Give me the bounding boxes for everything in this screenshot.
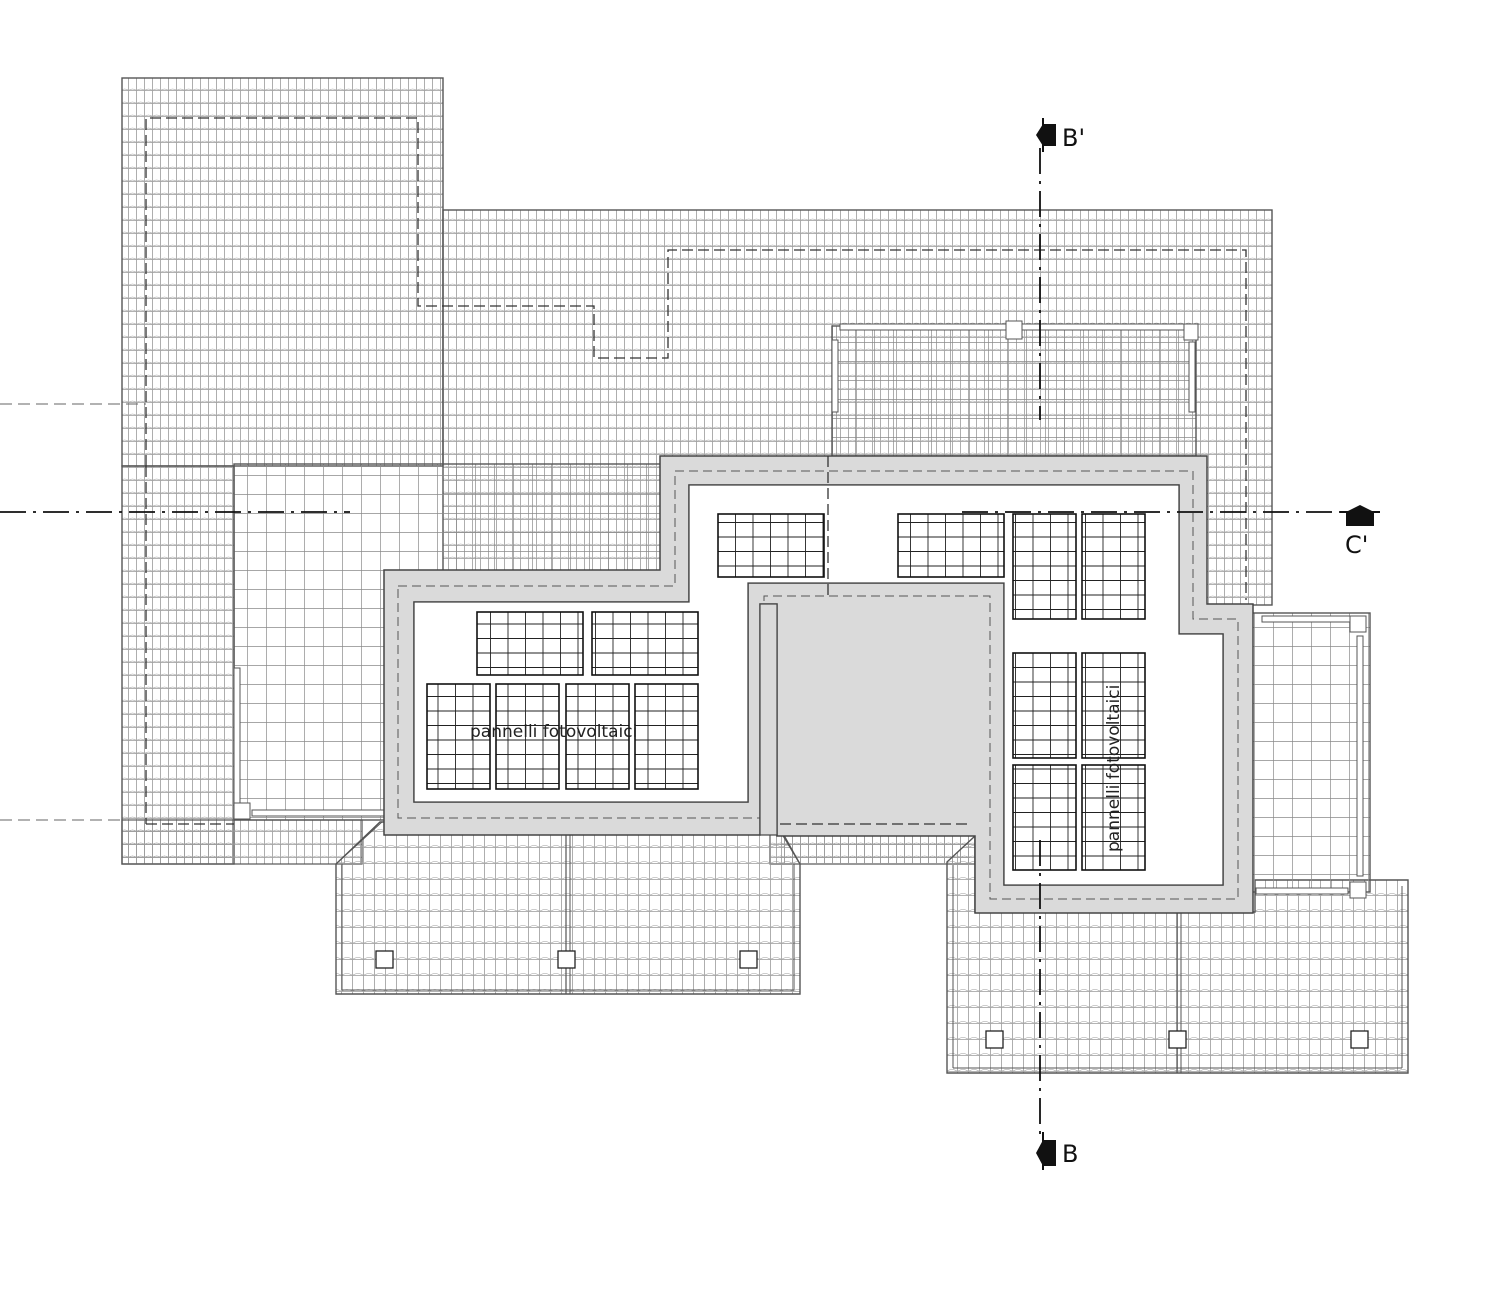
pv-panel: [1012, 764, 1077, 871]
section-marker-b-prime: B': [1036, 118, 1085, 152]
pv-panel: [1012, 652, 1077, 759]
section-marker-c-prime: C': [1340, 505, 1380, 559]
section-marker-b: B: [1036, 1132, 1078, 1170]
pv-panel: [717, 513, 825, 578]
vent-4: [985, 1030, 1004, 1049]
wall-dashed-outlines: [145, 117, 1247, 825]
vent-5: [1168, 1030, 1187, 1049]
vent-3: [739, 950, 758, 969]
pv-panel: [591, 611, 699, 676]
pv-panel: [634, 683, 699, 790]
section-label-b: B: [1062, 1140, 1078, 1168]
pv-label-right: pannelli fotovoltaici: [1104, 685, 1124, 852]
parapet-connector: [759, 603, 778, 836]
terrace-right: [1249, 612, 1371, 893]
pv-panel: [1081, 764, 1146, 871]
vent-1: [375, 950, 394, 969]
terrace-railings: [233, 320, 1367, 899]
pv-panel: [476, 611, 584, 676]
pv-label-left: pannelli fotovoltaici: [470, 722, 637, 742]
pv-panel: [1081, 652, 1146, 759]
vent-6: [1350, 1030, 1369, 1049]
terrace-top: [831, 325, 1197, 457]
pv-panel: [495, 683, 560, 790]
vent-2: [557, 950, 576, 969]
section-label-c-prime: C': [1345, 531, 1368, 559]
pv-panel: [1012, 513, 1077, 620]
pv-panel: [1081, 513, 1146, 620]
roof-lower-left: [121, 465, 235, 865]
pv-panel: [897, 513, 1005, 578]
roof-lower-left-eave: [121, 819, 363, 865]
section-label-b-prime: B': [1062, 124, 1085, 152]
pv-panel: [426, 683, 491, 790]
roof-wing-left: [121, 77, 444, 467]
pv-panels: [426, 513, 1146, 871]
pv-panel: [565, 683, 630, 790]
